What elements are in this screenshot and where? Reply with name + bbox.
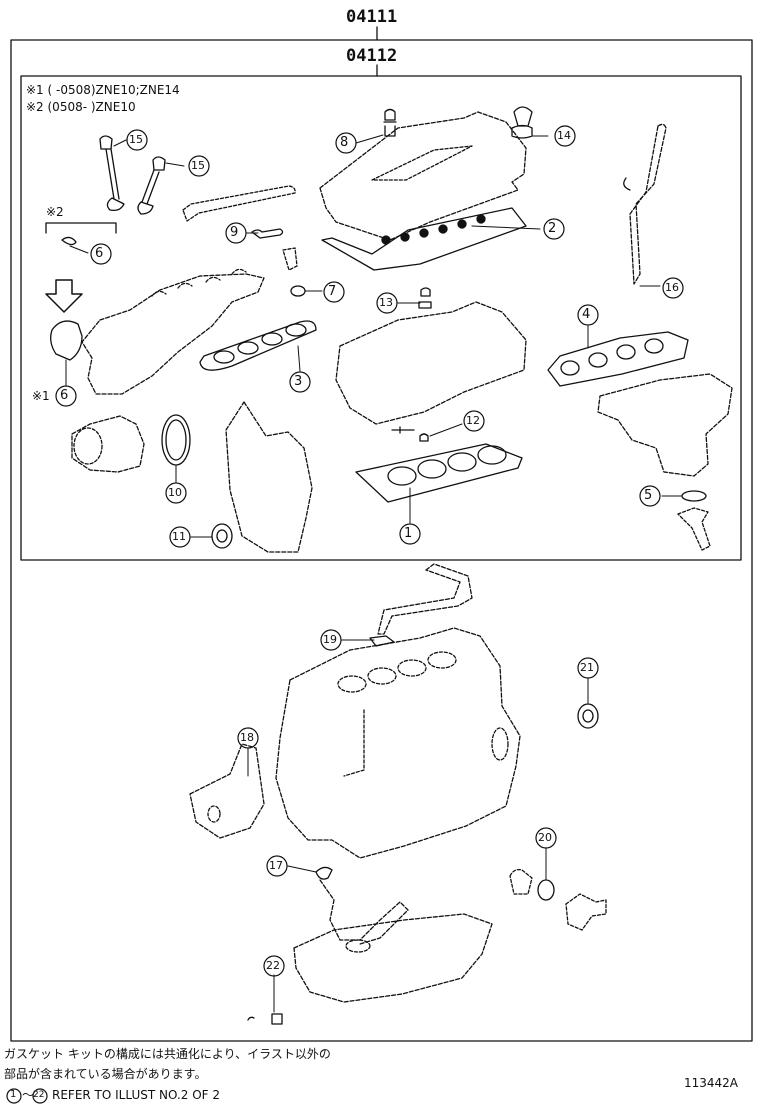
head-cover — [319, 111, 527, 241]
leader-lines — [65, 134, 683, 1013]
kit-number-inner: 04112 — [346, 46, 398, 66]
part-10-ring — [161, 414, 191, 466]
footer-ref-number-1: 1 — [10, 1089, 17, 1100]
callout-15-left: 15 — [129, 133, 143, 146]
part-17-shape — [315, 866, 333, 880]
part-12-shape — [391, 426, 429, 442]
dipstick-tube — [377, 563, 473, 635]
note2-bracket — [45, 222, 117, 234]
callout-5: 5 — [644, 488, 653, 503]
note-1: ※1 ( -0508)ZNE10;ZNE14 — [26, 83, 180, 97]
valve-left — [99, 135, 125, 212]
callout-4: 4 — [582, 307, 591, 322]
callout-13: 13 — [379, 296, 393, 309]
callout-18: 18 — [240, 731, 254, 744]
callout-12: 12 — [466, 414, 480, 427]
filler-cap — [383, 108, 397, 137]
part-5-shape — [681, 490, 707, 502]
sensor-part — [565, 893, 607, 931]
camshaft-piece — [182, 185, 296, 222]
note-1-marker: ※1 — [32, 389, 50, 403]
cylinder-block — [275, 627, 521, 859]
callout-15-right: 15 — [191, 159, 205, 172]
callout-6-lower: 6 — [60, 388, 69, 403]
callout-16: 16 — [665, 281, 679, 294]
callout-8: 8 — [340, 135, 349, 150]
illustration-number: 113442A — [684, 1076, 739, 1090]
footer-ref-tilde: ～ — [22, 1088, 35, 1102]
part-9-shape — [251, 228, 284, 239]
oil-level-gauge — [629, 123, 667, 285]
footer-jp-line-1: ガスケット キットの構成には共通化により、イラスト以外の — [4, 1047, 331, 1061]
callout-1: 1 — [404, 526, 413, 541]
kit-number-outer: 04111 — [346, 7, 398, 27]
valve-right — [137, 156, 166, 215]
callout-circles — [6, 125, 684, 1104]
oil-strainer — [319, 879, 409, 945]
part-6-large — [50, 320, 83, 361]
footer-jp-line-2: 部品が含まれている場合があります。 — [4, 1067, 207, 1081]
intake-manifold — [81, 273, 265, 395]
head-cover-gasket — [321, 207, 527, 271]
callout-10: 10 — [168, 486, 182, 499]
head-gasket — [355, 443, 523, 503]
callout-9: 9 — [230, 225, 239, 240]
arrow-down — [45, 279, 83, 313]
footer-ref-number-22: 22 — [33, 1090, 45, 1100]
callout-22: 22 — [266, 959, 280, 972]
drain-plug — [509, 868, 533, 895]
part-6-small — [61, 236, 77, 246]
part-22-shape — [247, 1013, 283, 1025]
part-7-shape — [290, 285, 306, 297]
callout-14: 14 — [557, 129, 571, 142]
note-2-marker: ※2 — [46, 205, 64, 219]
part-20-washer — [537, 879, 555, 901]
part-13-shape — [418, 287, 432, 309]
callout-3: 3 — [294, 374, 303, 389]
note-2: ※2 (0508- )ZNE10 — [26, 100, 136, 114]
exhaust-manifold — [597, 373, 733, 477]
callout-20: 20 — [538, 831, 552, 844]
part-21-seal — [577, 703, 599, 729]
part-11-seal — [211, 523, 233, 549]
callout-19: 19 — [323, 633, 337, 646]
oil-pan — [293, 913, 493, 1003]
callout-21: 21 — [580, 661, 594, 674]
inner-kit-frame — [20, 75, 742, 561]
callout-6-upper: 6 — [95, 246, 104, 261]
callout-11: 11 — [172, 530, 186, 543]
callout-17: 17 — [269, 859, 283, 872]
gasket-plugs — [381, 214, 486, 245]
callout-7: 7 — [328, 284, 337, 299]
timing-cover — [225, 401, 313, 553]
exhaust-gasket — [547, 331, 689, 387]
footer-ref-text: REFER TO ILLUST NO.2 OF 2 — [52, 1088, 220, 1102]
callout-2: 2 — [548, 221, 557, 236]
water-pump — [71, 415, 145, 473]
intake-gasket — [199, 320, 317, 371]
outer-kit-frame — [10, 39, 753, 1042]
part-18-shape — [189, 743, 265, 839]
cylinder-head — [335, 301, 527, 425]
